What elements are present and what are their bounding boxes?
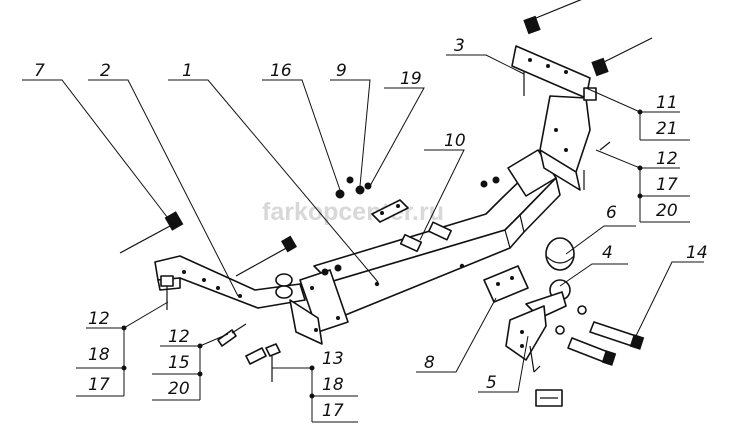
leader-lines xyxy=(22,54,704,393)
stack-12-15-20-mid: 12 15 20 xyxy=(152,327,203,401)
callout-10: 10 xyxy=(444,131,466,151)
stack-11-21: 11 21 xyxy=(637,93,690,141)
right-beam-nuts xyxy=(480,176,500,188)
callout-14: 14 xyxy=(686,243,708,263)
stack-13-18-17: 13 18 17 xyxy=(309,349,358,423)
callout-9: 9 xyxy=(336,61,347,81)
stack-13-item: 13 xyxy=(322,349,344,369)
callout-3: 3 xyxy=(454,36,465,56)
watermark: farkopcenter.ru xyxy=(262,198,444,226)
stack-12l-item: 18 xyxy=(88,345,110,365)
callout-6: 6 xyxy=(606,203,617,223)
bracket-bolt-lower xyxy=(160,275,174,310)
stack-11-21-item: 21 xyxy=(656,119,678,139)
stack-12m-item: 20 xyxy=(168,379,190,399)
bracket-bolt-upper xyxy=(235,235,298,277)
callout-8: 8 xyxy=(424,353,435,373)
callout-7: 7 xyxy=(34,61,45,81)
center-nuts xyxy=(335,176,372,199)
callout-4: 4 xyxy=(602,243,613,263)
callout-16: 16 xyxy=(270,61,292,81)
mount-bolts xyxy=(555,305,645,366)
ball-mount-plate xyxy=(505,305,547,373)
callout-1: 1 xyxy=(182,61,193,81)
tow-ball-cover xyxy=(545,237,575,271)
stack-11-21-item: 11 xyxy=(656,93,678,113)
long-bolt-left xyxy=(119,211,184,254)
stack-13-item: 18 xyxy=(322,375,344,395)
stack-12l-item: 12 xyxy=(88,309,110,329)
right-bracket xyxy=(511,45,591,191)
stack-12m-item: 15 xyxy=(168,353,190,373)
stack-12-17-20-right: 12 17 20 xyxy=(637,149,690,223)
stack-12r-item: 17 xyxy=(656,175,678,195)
center-bushings xyxy=(399,221,452,253)
socket-label xyxy=(535,389,563,407)
plate-8 xyxy=(483,265,529,303)
stack-13-item: 17 xyxy=(322,401,344,421)
stack-12r-item: 20 xyxy=(656,201,678,221)
bolt-13 xyxy=(245,343,281,382)
callout-19: 19 xyxy=(400,69,422,89)
bolt-mid xyxy=(217,323,247,347)
stack-12r-item: 12 xyxy=(656,149,678,169)
spacer xyxy=(275,273,293,299)
stack-12l-item: 17 xyxy=(88,375,110,395)
stack-12-18-17-left: 12 18 17 xyxy=(76,309,127,397)
center-plate xyxy=(371,199,409,223)
stack-12m-item: 12 xyxy=(168,327,190,347)
callout-5: 5 xyxy=(486,373,497,393)
beam-nuts-left xyxy=(321,264,342,276)
callout-2: 2 xyxy=(100,61,111,81)
